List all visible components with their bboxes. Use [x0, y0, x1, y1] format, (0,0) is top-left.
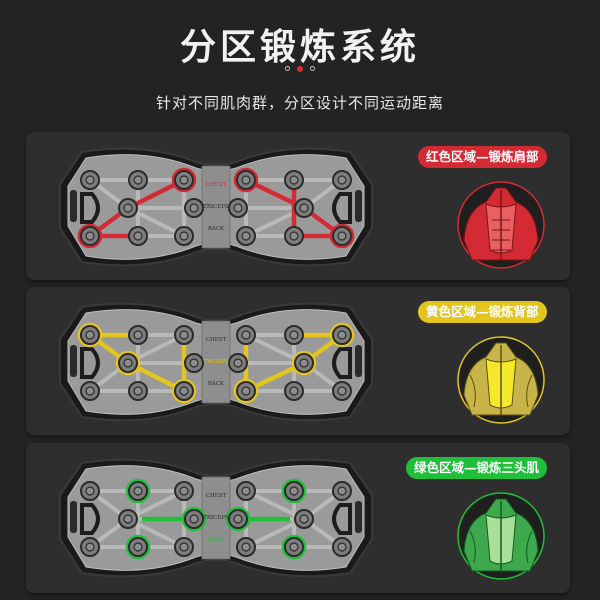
- highlighted-knob: [115, 350, 141, 376]
- highlighted-knob: [225, 506, 251, 532]
- knob: [294, 509, 314, 529]
- zone-panel-green: CHEST TRICEPS BACK 绿色区域—锻炼三头肌: [26, 443, 570, 593]
- pushup-board: CHEST TRICEPS BACK: [59, 147, 373, 267]
- knob: [284, 381, 304, 401]
- highlighted-knob: [281, 478, 307, 504]
- zone-badge-yellow: 黄色区域—锻炼背部: [418, 301, 547, 323]
- pager-dot-1[interactable]: [285, 66, 290, 71]
- pushup-board: CHEST TRICEPS BACK: [59, 458, 373, 578]
- zone-badge-green: 绿色区域—锻炼三头肌: [406, 457, 548, 479]
- knob: [118, 198, 138, 218]
- highlighted-knob: [329, 322, 355, 348]
- knob: [118, 509, 138, 529]
- knob: [332, 481, 352, 501]
- knob: [174, 325, 194, 345]
- highlighted-knob: [329, 223, 355, 249]
- knob: [236, 325, 256, 345]
- knob: [80, 537, 100, 557]
- board-label-back: BACK: [208, 537, 225, 543]
- board-label-triceps: TRICEPS: [203, 359, 229, 365]
- board-label-triceps: TRICEPS: [203, 515, 229, 521]
- knob: [184, 198, 204, 218]
- pager-dot-3[interactable]: [310, 66, 315, 71]
- zone-panel-red: CHEST TRICEPS BACK 红色区域—锻炼肩部: [26, 132, 570, 280]
- knob: [294, 198, 314, 218]
- highlighted-knob: [77, 322, 103, 348]
- board-label-back: BACK: [208, 226, 225, 232]
- knob: [284, 170, 304, 190]
- pager-dot-2-active[interactable]: [297, 66, 303, 72]
- highlighted-knob: [291, 350, 317, 376]
- board-label-chest: CHEST: [206, 337, 227, 343]
- knob: [184, 353, 204, 373]
- highlighted-knob: [77, 223, 103, 249]
- knob: [236, 481, 256, 501]
- knob: [228, 353, 248, 373]
- back-muscle-icon: [457, 336, 545, 424]
- knob: [174, 226, 194, 246]
- knob: [332, 170, 352, 190]
- knob: [228, 198, 248, 218]
- knob: [80, 170, 100, 190]
- knob: [236, 537, 256, 557]
- board-label-chest: CHEST: [206, 182, 227, 188]
- pager-dots: [0, 66, 600, 72]
- board-label-back: BACK: [208, 381, 225, 387]
- knob: [236, 226, 256, 246]
- chest-shoulder-muscle-icon: [457, 181, 545, 269]
- highlighted-knob: [171, 167, 197, 193]
- knob: [174, 537, 194, 557]
- knob: [174, 481, 194, 501]
- board-label-triceps: TRICEPS: [203, 204, 229, 210]
- triceps-muscle-icon: [457, 492, 545, 580]
- board-label-chest: CHEST: [206, 493, 227, 499]
- knob: [284, 226, 304, 246]
- highlighted-knob: [125, 534, 151, 560]
- knob: [128, 325, 148, 345]
- highlighted-knob: [125, 478, 151, 504]
- highlighted-knob: [171, 378, 197, 404]
- zone-panel-yellow: CHEST TRICEPS BACK 黄色区域—锻炼背部: [26, 287, 570, 435]
- highlighted-knob: [233, 167, 259, 193]
- knob: [128, 226, 148, 246]
- highlighted-knob: [281, 534, 307, 560]
- page-title: 分区锻炼系统: [179, 27, 420, 68]
- knob: [284, 325, 304, 345]
- knob: [332, 381, 352, 401]
- knob: [80, 481, 100, 501]
- knob: [332, 537, 352, 557]
- knob: [128, 170, 148, 190]
- knob: [128, 381, 148, 401]
- highlighted-knob: [181, 506, 207, 532]
- zone-badge-red: 红色区域—锻炼肩部: [418, 146, 547, 168]
- pushup-board: CHEST TRICEPS BACK: [59, 302, 373, 422]
- highlighted-knob: [233, 378, 259, 404]
- page-subtitle: 针对不同肌肉群，分区设计不同运动距离: [155, 94, 444, 112]
- knob: [80, 381, 100, 401]
